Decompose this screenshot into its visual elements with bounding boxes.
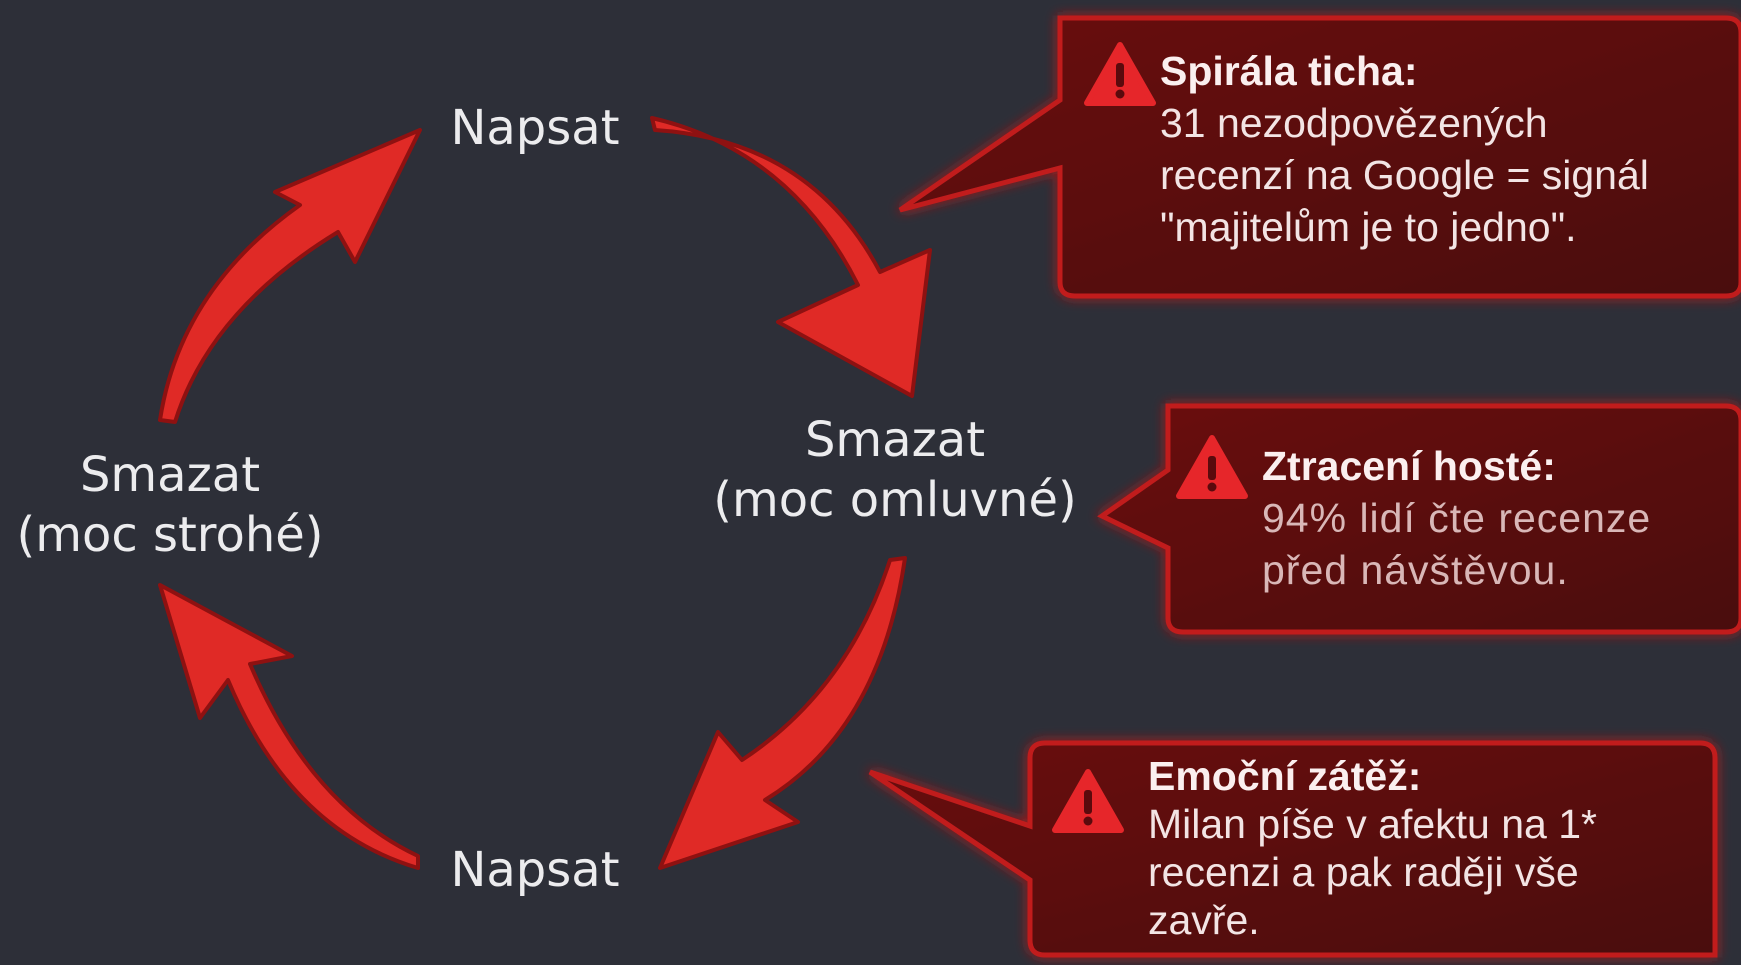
arrow-top-to-right <box>650 116 932 398</box>
node-delete-apologetic-note: (moc omluvné) <box>713 472 1077 528</box>
node-delete-apologetic-title: Smazat <box>804 412 986 468</box>
callout-box-2 <box>1097 403 1741 635</box>
node-write-bottom: Napsat <box>435 840 635 900</box>
callout-3-title: Emoční zátěž: <box>1148 753 1422 799</box>
warning-icon <box>1176 435 1248 499</box>
callout-1-title: Spirála ticha: <box>1160 48 1418 94</box>
arrow-bottom-to-left <box>158 583 420 870</box>
node-delete-curt: Smazat (moc strohé) <box>0 445 340 565</box>
callout-3-line: recenzi a pak raději vše <box>1148 849 1579 895</box>
arrow-right-to-bottom <box>658 556 907 870</box>
callout-spiral-of-silence: Spirála ticha: 31 nezodpovězených recenz… <box>1160 45 1649 253</box>
callout-2-title: Ztracení hosté: <box>1262 443 1556 489</box>
node-delete-apologetic: Smazat (moc omluvné) <box>700 410 1090 530</box>
arrow-left-to-top <box>158 128 422 424</box>
callout-2-line: před návštěvou. <box>1262 547 1569 593</box>
node-write-bottom-label: Napsat <box>450 842 620 898</box>
callout-3-line: Milan píše v afektu na 1* <box>1148 801 1597 847</box>
callout-emotional-burden: Emoční zátěž: Milan píše v afektu na 1* … <box>1148 752 1597 944</box>
node-write-top-label: Napsat <box>450 100 620 156</box>
node-delete-curt-title: Smazat <box>79 447 261 503</box>
warning-icon <box>1052 769 1124 833</box>
callout-box-2-shape <box>1097 403 1741 635</box>
callout-1-line: recenzí na Google = signál <box>1160 152 1649 198</box>
callout-1-line: 31 nezodpovězených <box>1160 100 1548 146</box>
callout-2-line: 94% lidí čte recenze <box>1262 495 1652 541</box>
warning-icon <box>1084 42 1156 106</box>
node-delete-curt-note: (moc strohé) <box>16 507 324 563</box>
callout-3-line: zavře. <box>1148 897 1260 943</box>
node-write-top: Napsat <box>435 98 635 158</box>
callout-1-line: "majitelům je to jedno". <box>1160 204 1577 250</box>
callout-lost-guests: Ztracení hosté: 94% lidí čte recenze pře… <box>1262 440 1651 596</box>
